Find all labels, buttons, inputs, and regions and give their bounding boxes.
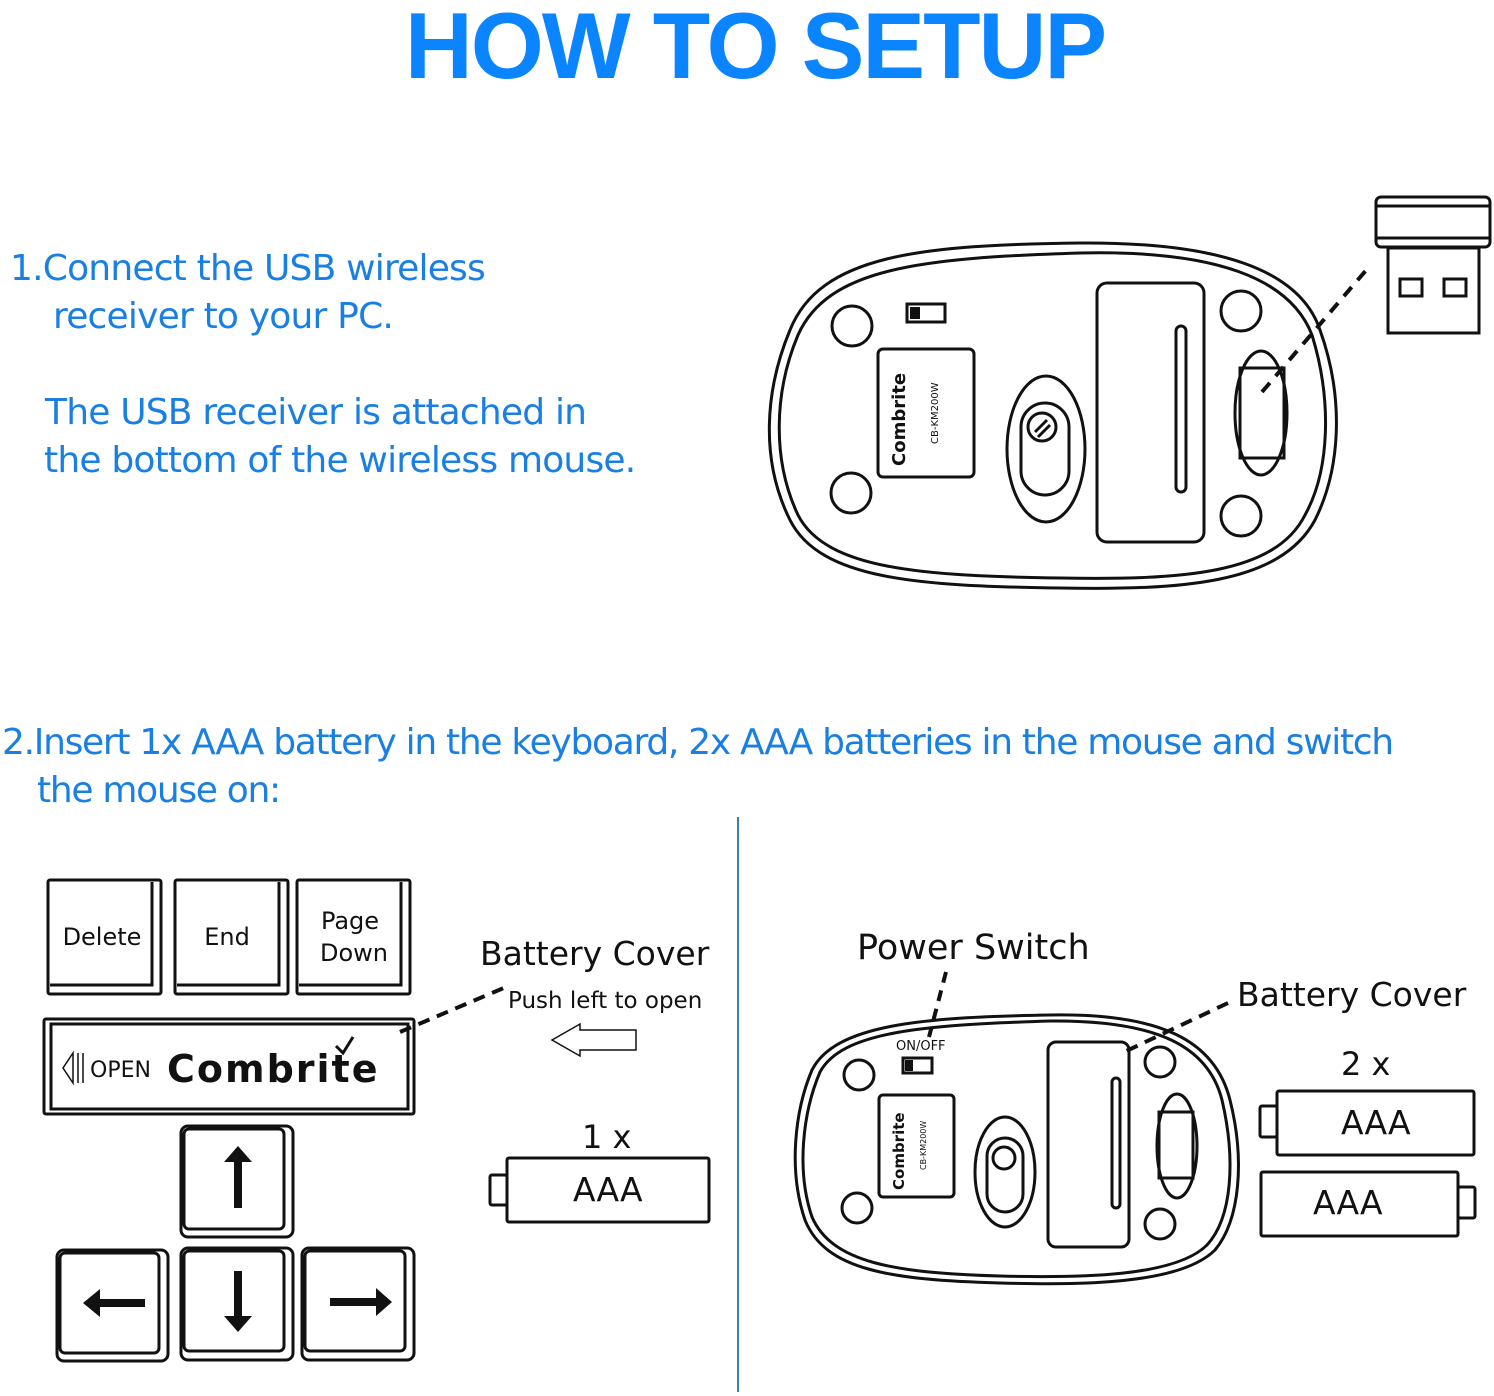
mouse2-foot-bl [840, 1191, 874, 1225]
mouse-receiver-bay [1238, 366, 1286, 460]
mouse2-receiver-bay [1157, 1110, 1195, 1180]
keyboard-battery-cover [42, 1017, 416, 1116]
key-delete-label: Delete [63, 923, 142, 951]
mouse2-foot-br [1143, 1207, 1177, 1241]
push-left-hint: Push left to open [508, 988, 703, 1014]
usb-receiver-icon [1374, 195, 1492, 335]
mouse2-power-switch [901, 1056, 934, 1075]
mouse-sensor-lens [1026, 411, 1058, 443]
mouse-battery-cover-slot [1174, 324, 1188, 494]
mouse-battery-type-1: AAA [1341, 1103, 1411, 1142]
brand-check-icon [334, 1036, 355, 1056]
key-end [173, 878, 290, 996]
mouse-bottom-illustration [767, 241, 1338, 590]
on-off-label: ON/OFF [896, 1039, 946, 1054]
mouse-battery-cover [1095, 281, 1206, 544]
mouse2-foot-tr [1143, 1045, 1177, 1079]
mouse-receiver-bay-ring [1233, 349, 1289, 477]
mouse2-model-label: CB-KM200W [919, 1121, 928, 1170]
mouse-battery-count: 2 x [1341, 1045, 1391, 1083]
mouse-label-plate [876, 347, 976, 479]
step1-line1: 1.Connect the USB wireless [10, 248, 486, 289]
keyboard-illustration [42, 878, 416, 1363]
down-arrow-icon [224, 1271, 252, 1332]
mouse-battery-icon-1 [1258, 1089, 1476, 1157]
left-arrow-icon [83, 1289, 145, 1317]
mouse-battery-type-2: AAA [1313, 1183, 1383, 1222]
cover-brand-label: Combrite [167, 1047, 380, 1091]
mouse-outline-outer [767, 241, 1338, 590]
mouse2-sensor-ring [973, 1115, 1037, 1229]
step1-note-line1: The USB receiver is attached in [45, 392, 587, 433]
mouse2-outline-outer [793, 1013, 1240, 1286]
mouse-bottom-illustration-2 [793, 1013, 1240, 1286]
mouse2-brand-label: Combrite [890, 1112, 908, 1190]
power-switch-label: Power Switch [857, 928, 1090, 968]
mouse-battery-icon-2 [1259, 1170, 1477, 1238]
mouse-foot-br [1219, 494, 1263, 538]
mouse-foot-bl [829, 471, 873, 515]
key-page-down [295, 878, 412, 996]
key-delete [46, 878, 163, 996]
mouse2-label-plate [877, 1093, 956, 1199]
keyboard-battery-type: AAA [573, 1170, 643, 1209]
mouse2-foot-tl [842, 1058, 876, 1092]
cover-open-label: OPEN [90, 1058, 151, 1083]
push-left-arrow-icon [550, 1022, 637, 1058]
mouse-sensor-slot [1019, 401, 1071, 497]
mouse2-battery-cover [1046, 1040, 1131, 1249]
page-title: HOW TO SETUP [404, 0, 1107, 98]
mouse-power-switch [905, 302, 947, 324]
key-end-label: End [204, 923, 250, 951]
open-arrow-icon [62, 1050, 84, 1086]
mouse-foot-tl [830, 304, 874, 348]
step1-line2: receiver to your PC. [53, 296, 394, 337]
mouse-outline-inner [777, 251, 1328, 580]
keyboard-battery-icon [488, 1156, 711, 1224]
mouse-battery-cover-label: Battery Cover [1237, 975, 1467, 1014]
key-page-label: Page [321, 907, 379, 935]
mouse2-sensor-slot [985, 1136, 1025, 1214]
mouse-sensor-ring [1005, 374, 1087, 524]
step2-line1: 2.Insert 1x AAA battery in the keyboard,… [2, 722, 1394, 763]
receiver-pointer-line [1260, 266, 1370, 394]
mouse-brand-label: Combrite [889, 373, 910, 466]
keyboard-cover-pointer-line [399, 985, 507, 1034]
keyboard-battery-count: 1 x [582, 1118, 632, 1156]
key-down-label: Down [320, 939, 388, 967]
mouse-foot-tr [1219, 289, 1263, 333]
step2-line2: the mouse on: [37, 770, 281, 811]
up-arrow-icon [224, 1146, 252, 1208]
right-arrow-icon [330, 1288, 392, 1316]
mouse2-outline-inner [801, 1019, 1232, 1279]
step1-note-line2: the bottom of the wireless mouse. [44, 440, 636, 481]
keyboard-battery-cover-title: Battery Cover [480, 934, 710, 973]
mouse-model-label: CB-KM200W [930, 382, 941, 444]
